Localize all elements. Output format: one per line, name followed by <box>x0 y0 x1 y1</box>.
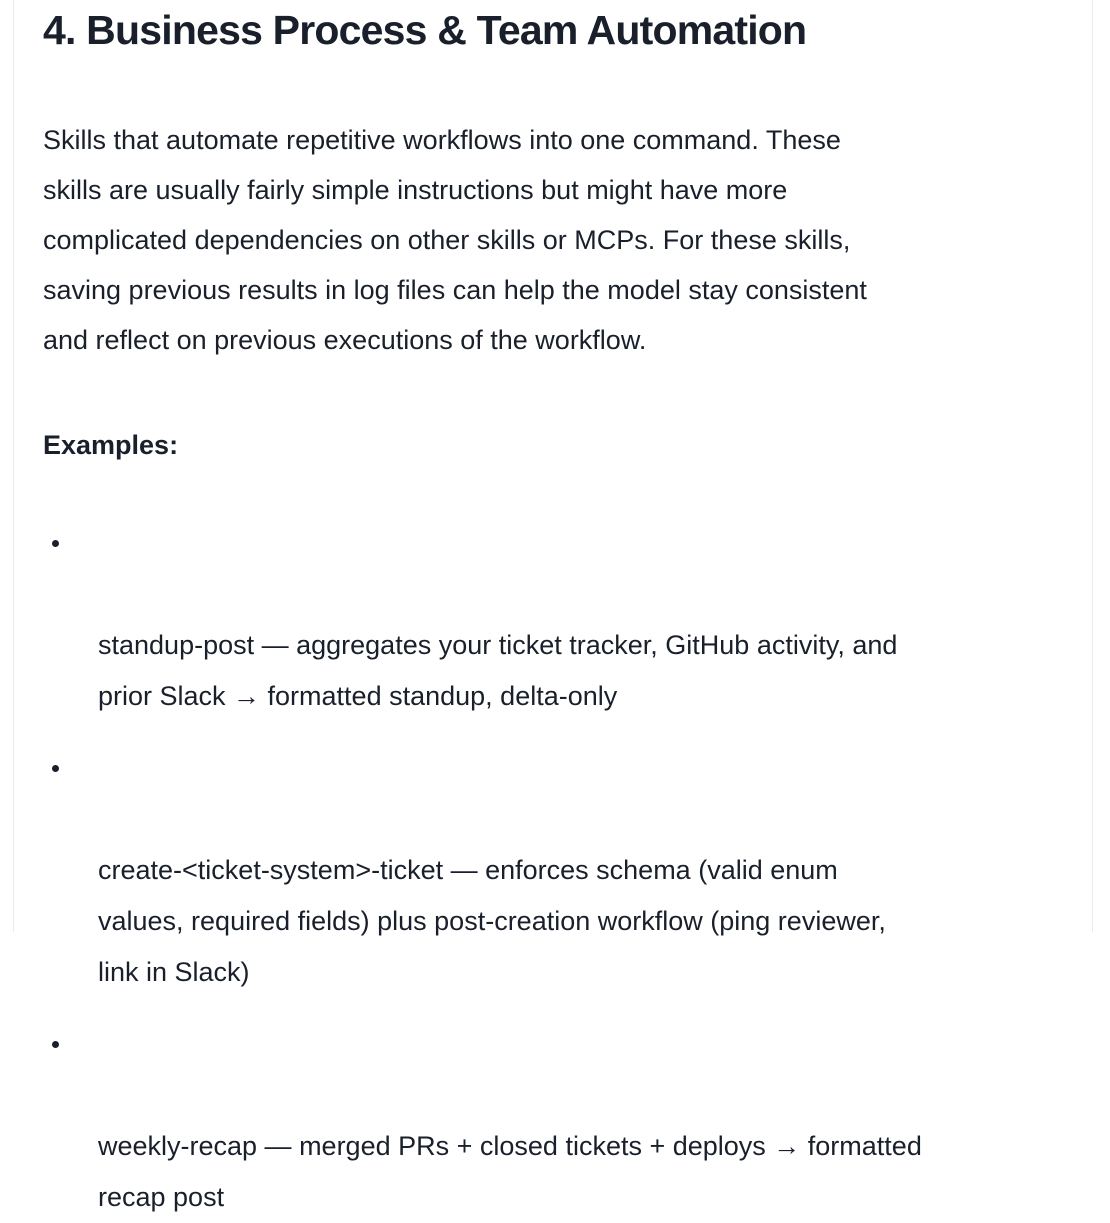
examples-label: Examples: <box>43 430 179 460</box>
list-item: create-<ticket-system>-ticket — enforces… <box>43 743 1062 998</box>
list-item-text: weekly-recap — merged PRs + closed ticke… <box>98 1131 922 1212</box>
bullet-icon <box>52 1041 59 1048</box>
bullet-icon <box>52 540 59 547</box>
examples-list: standup-post — aggregates your ticket tr… <box>43 518 1062 1223</box>
content-column: 4. Business Process & Team Automation Sk… <box>13 0 1093 1212</box>
bullet-icon <box>52 765 59 772</box>
list-item-text: standup-post — aggregates your ticket tr… <box>98 630 898 711</box>
list-item-text: create-<ticket-system>-ticket — enforces… <box>98 855 886 987</box>
body-paragraph: Skills that automate repetitive workflow… <box>43 125 867 355</box>
list-item: standup-post — aggregates your ticket tr… <box>43 518 1062 722</box>
list-item: weekly-recap — merged PRs + closed ticke… <box>43 1019 1062 1223</box>
section-heading: 4. Business Process & Team Automation <box>43 7 807 53</box>
